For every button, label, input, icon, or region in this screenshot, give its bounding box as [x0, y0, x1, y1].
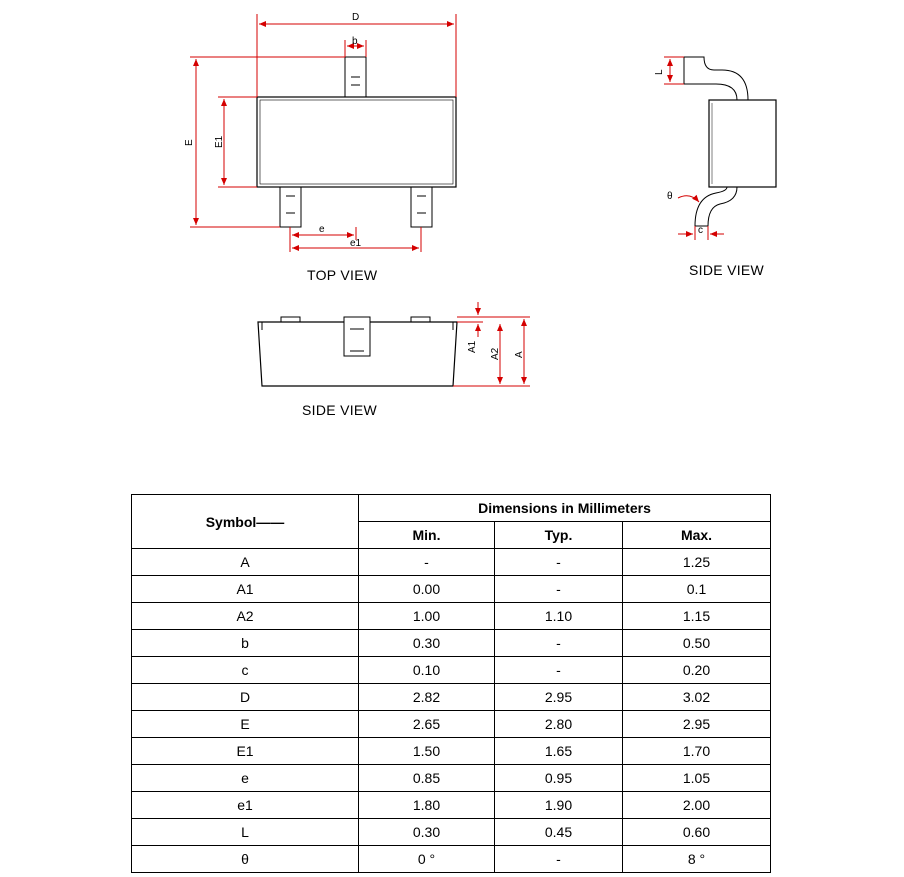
min-cell: 1.80 [358, 791, 495, 819]
min-cell: 1.00 [358, 602, 495, 630]
side-view-bottom-label: SIDE VIEW [302, 402, 378, 418]
top-view-body [256, 96, 457, 188]
typ-cell: 2.95 [494, 683, 623, 711]
side-view-bottom [257, 316, 458, 387]
symbol-cell: θ [131, 845, 359, 873]
top-view [256, 56, 457, 228]
top-view-dimensions [190, 14, 457, 252]
max-header: Max. [622, 521, 771, 549]
dimensions-group-header: Dimensions in Millimeters [358, 494, 771, 522]
bottom-left-lead [279, 186, 302, 228]
dim-label-e: e [319, 224, 325, 235]
typ-cell: 1.10 [494, 602, 623, 630]
package-outline-drawing: D b E E1 e e1 L θ c [184, 12, 777, 387]
max-cell: 1.70 [622, 737, 771, 765]
max-cell: 3.02 [622, 683, 771, 711]
typ-cell: - [494, 575, 623, 603]
dim-label-A2: A2 [490, 347, 501, 360]
symbol-cell: b [131, 629, 359, 657]
min-cell: 0 ° [358, 845, 495, 873]
typ-cell: 0.45 [494, 818, 623, 846]
typ-cell: - [494, 629, 623, 657]
min-cell: 0.85 [358, 764, 495, 792]
min-cell: 1.50 [358, 737, 495, 765]
typ-header: Typ. [494, 521, 623, 549]
top-lead [344, 56, 367, 98]
symbol-cell: D [131, 683, 359, 711]
min-cell: 0.10 [358, 656, 495, 684]
dim-label-b: b [352, 36, 358, 47]
symbol-header: Symbol—— [131, 494, 359, 549]
side-right-dimensions [664, 56, 724, 240]
max-cell: 0.60 [622, 818, 771, 846]
symbol-cell: A2 [131, 602, 359, 630]
symbol-cell: A1 [131, 575, 359, 603]
typ-cell: - [494, 548, 623, 576]
max-cell: 0.20 [622, 656, 771, 684]
dim-label-E: E [184, 139, 195, 146]
max-cell: 2.95 [622, 710, 771, 738]
side-bottom-dimensions [453, 302, 530, 387]
side-bottom-center-lead [343, 316, 371, 357]
side-view-right [683, 56, 777, 227]
min-cell: 2.82 [358, 683, 495, 711]
max-cell: 0.1 [622, 575, 771, 603]
symbol-cell: c [131, 656, 359, 684]
typ-cell: 1.90 [494, 791, 623, 819]
min-cell: 0.30 [358, 818, 495, 846]
max-cell: 1.25 [622, 548, 771, 576]
min-cell: 2.65 [358, 710, 495, 738]
dim-label-L: L [654, 69, 665, 75]
typ-cell: 0.95 [494, 764, 623, 792]
typ-cell: - [494, 845, 623, 873]
dimensions-table: Symbol—— Dimensions in Millimeters Min. … [131, 494, 771, 873]
side-view-right-label: SIDE VIEW [689, 262, 765, 278]
symbol-cell: e1 [131, 791, 359, 819]
max-cell: 8 ° [622, 845, 771, 873]
typ-cell: - [494, 656, 623, 684]
max-cell: 2.00 [622, 791, 771, 819]
dim-label-E1: E1 [214, 135, 225, 148]
symbol-cell: E [131, 710, 359, 738]
min-cell: 0.00 [358, 575, 495, 603]
symbol-cell: L [131, 818, 359, 846]
min-cell: - [358, 548, 495, 576]
top-view-label: TOP VIEW [307, 267, 378, 283]
dim-label-theta: θ [667, 191, 673, 202]
typ-cell: 1.65 [494, 737, 623, 765]
symbol-cell: A [131, 548, 359, 576]
typ-cell: 2.80 [494, 710, 623, 738]
min-cell: 0.30 [358, 629, 495, 657]
max-cell: 0.50 [622, 629, 771, 657]
min-header: Min. [358, 521, 495, 549]
dim-label-A1: A1 [467, 340, 478, 353]
dim-label-c: c [698, 225, 703, 236]
dim-label-e1: e1 [350, 238, 362, 249]
max-cell: 1.15 [622, 602, 771, 630]
dim-label-A: A [514, 351, 525, 358]
bottom-right-lead [410, 186, 433, 228]
dim-label-D: D [352, 12, 359, 23]
side-right-body [708, 99, 777, 188]
symbol-cell: e [131, 764, 359, 792]
max-cell: 1.05 [622, 764, 771, 792]
table-row: A--1.25 [131, 548, 771, 576]
symbol-cell: E1 [131, 737, 359, 765]
